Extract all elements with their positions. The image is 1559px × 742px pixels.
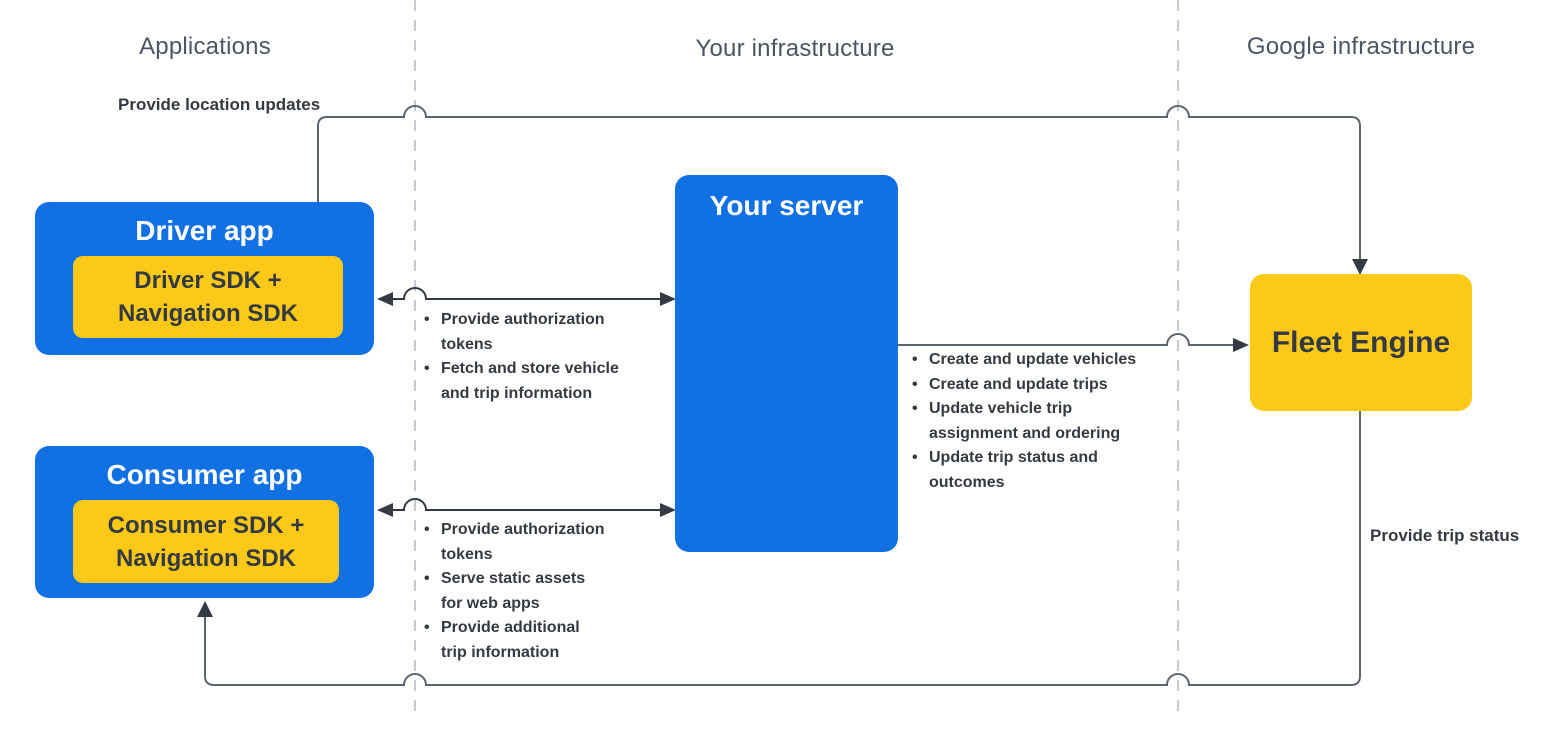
edge-consumer-server-bidirectional	[391, 498, 662, 511]
lane-header-applications: Applications	[139, 33, 271, 60]
arrowhead-into-driver-app-icon	[377, 292, 393, 306]
consumer-sdk-line1: Consumer SDK +	[107, 511, 305, 539]
your-server-title: Your server	[709, 190, 864, 221]
node-your-server: Your server	[675, 175, 898, 552]
edge-driver-to-fleet-location-updates	[317, 105, 1361, 260]
bullet-list-consumer-server: Provide authorizationtokensServe static …	[424, 518, 629, 665]
arrowhead-into-fleet-top-icon	[1352, 259, 1368, 275]
node-driver-app: Driver app Driver SDK + Navigation SDK	[35, 202, 374, 355]
arrowhead-into-consumer-bottom-icon	[197, 601, 213, 617]
bullet-item: Create and update vehicles	[912, 348, 1180, 373]
arrowhead-into-consumer-app-icon	[377, 503, 393, 517]
bullet-list-driver-server: Provide authorizationtokensFetch and sto…	[424, 308, 639, 406]
fleet-engine-title: Fleet Engine	[1271, 325, 1451, 359]
edge-server-to-fleet	[898, 333, 1234, 346]
edge-driver-server-bidirectional	[391, 287, 662, 300]
arrowhead-into-server-left-upper-icon	[660, 292, 676, 306]
driver-sdk-label: Driver SDK + Navigation SDK	[118, 264, 298, 330]
driver-sdk-line2: Navigation SDK	[117, 300, 299, 327]
lane-header-google-infrastructure: Google infrastructure	[1246, 33, 1476, 60]
lane-header-your-infrastructure: Your infrastructure	[695, 35, 895, 62]
edge-fleet-to-consumer-trip-status	[204, 411, 1361, 686]
arrowhead-into-server-left-lower-icon	[660, 503, 676, 517]
driver-sdk-line1: Driver SDK +	[134, 267, 282, 294]
consumer-app-title: Consumer app	[106, 459, 303, 490]
edge-label-provide-trip-status: Provide trip status	[1370, 526, 1520, 545]
node-consumer-sdk: Consumer SDK + Navigation SDK	[73, 500, 339, 583]
driver-app-title: Driver app	[135, 215, 274, 246]
consumer-sdk-label: Consumer SDK + Navigation SDK	[108, 509, 305, 575]
arrowhead-into-fleet-left-icon	[1233, 338, 1249, 352]
bullet-item: Create and update trips	[912, 373, 1180, 398]
node-consumer-app: Consumer app Consumer SDK + Navigation SD…	[35, 446, 374, 598]
edge-label-provide-location-updates: Provide location updates	[118, 95, 321, 114]
node-fleet-engine: Fleet Engine	[1250, 274, 1472, 411]
consumer-sdk-line2: Navigation SDK	[115, 544, 297, 572]
bullet-list-server-fleet: Create and update vehiclesCreate and upd…	[912, 348, 1180, 495]
node-driver-sdk: Driver SDK + Navigation SDK	[73, 256, 343, 338]
